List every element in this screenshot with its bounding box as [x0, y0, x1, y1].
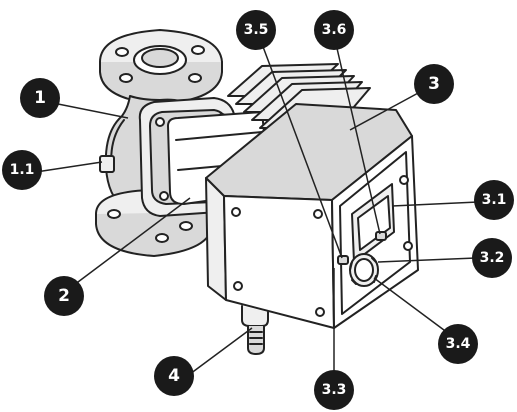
svg-text:3.1: 3.1: [482, 192, 507, 208]
callout-1: 1: [20, 78, 60, 118]
callout-4: 4: [154, 356, 194, 396]
svg-text:3.4: 3.4: [446, 336, 471, 352]
callout-1-1: 1.1: [2, 150, 42, 190]
callout-3-4: 3.4: [438, 324, 478, 364]
callout-3-3: 3.3: [314, 370, 354, 410]
svg-text:3.3: 3.3: [322, 382, 347, 398]
callout-2: 2: [44, 276, 84, 316]
svg-text:3.6: 3.6: [322, 22, 347, 38]
electronic-module: [205, 103, 419, 329]
svg-text:4: 4: [168, 366, 180, 386]
svg-text:2: 2: [58, 286, 70, 306]
svg-text:3.5: 3.5: [244, 22, 269, 38]
callout-3: 3: [414, 64, 454, 104]
top-flange: [99, 29, 223, 105]
cable-connection: [241, 305, 269, 355]
callout-3-1: 3.1: [474, 180, 514, 220]
svg-text:1.1: 1.1: [10, 162, 35, 178]
callout-3-6: 3.6: [314, 10, 354, 50]
svg-text:3.2: 3.2: [480, 250, 505, 266]
svg-text:3: 3: [428, 74, 440, 94]
svg-text:1: 1: [34, 88, 46, 108]
callout-3-5: 3.5: [236, 10, 276, 50]
callout-3-2: 3.2: [472, 238, 512, 278]
bottom-flange: [95, 189, 213, 257]
leader-lines: [35, 43, 479, 378]
